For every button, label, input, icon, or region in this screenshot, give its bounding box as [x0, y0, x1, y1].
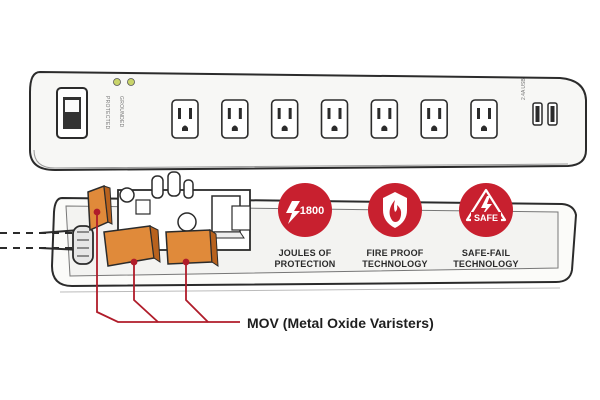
badge-fireproof-caption: FIRE PROOF TECHNOLOGY: [340, 248, 450, 270]
badge-fireproof-line2: TECHNOLOGY: [362, 259, 428, 269]
badge-safe-fail-caption: SAFE-FAIL TECHNOLOGY: [431, 248, 541, 270]
shield-icon: [383, 192, 407, 228]
outlet-icon: [420, 99, 448, 139]
badge-safe-fail-line2: TECHNOLOGY: [453, 259, 519, 269]
badge-fireproof-line1: FIRE PROOF: [366, 248, 424, 258]
outlet-icon: [221, 99, 249, 139]
mov-components: [87, 184, 219, 267]
badge-safe-fail-line1: SAFE-FAIL: [461, 248, 511, 258]
badge-safe-fail: SAFE: [459, 183, 513, 237]
indicator-grounded-label: GROUNDED: [118, 96, 124, 128]
outlet-row: [171, 99, 498, 139]
badge-joules: 1800: [278, 183, 332, 237]
lightning-icon: [286, 201, 300, 224]
lightning-icon: [481, 196, 492, 216]
power-switch: [56, 87, 88, 139]
mov-callout-lines: [93, 208, 240, 323]
badge-joules-number: 1800: [300, 205, 324, 217]
power-strip-top: [29, 70, 587, 172]
outlet-icon: [171, 99, 199, 139]
feature-badges: 1800 SAFE: [278, 183, 513, 237]
protected-led-icon: [113, 78, 121, 86]
mov-2: [103, 225, 155, 267]
power-cord: [0, 225, 94, 265]
badge-joules-line2: PROTECTION: [274, 259, 336, 269]
badge-joules-line1: JOULES OF: [278, 248, 332, 258]
outlet-icon: [370, 99, 399, 139]
outlet-icon: [320, 99, 349, 139]
outlet-icon: [470, 99, 498, 139]
usb-ports: [532, 102, 558, 126]
flame-icon: [389, 200, 402, 222]
badge-safe-text: SAFE: [474, 213, 498, 223]
grounded-led-icon: [127, 78, 135, 86]
usb-label: 2.4A USB: [521, 78, 527, 100]
indicator-protected-label: PROTECTED: [104, 96, 110, 130]
mov-callout-label: MOV (Metal Oxide Varisters): [247, 315, 434, 331]
badge-fireproof: [368, 183, 422, 237]
mov-3: [165, 229, 213, 265]
badge-joules-caption: JOULES OF PROTECTION: [250, 248, 360, 270]
outlet-icon: [270, 99, 299, 139]
